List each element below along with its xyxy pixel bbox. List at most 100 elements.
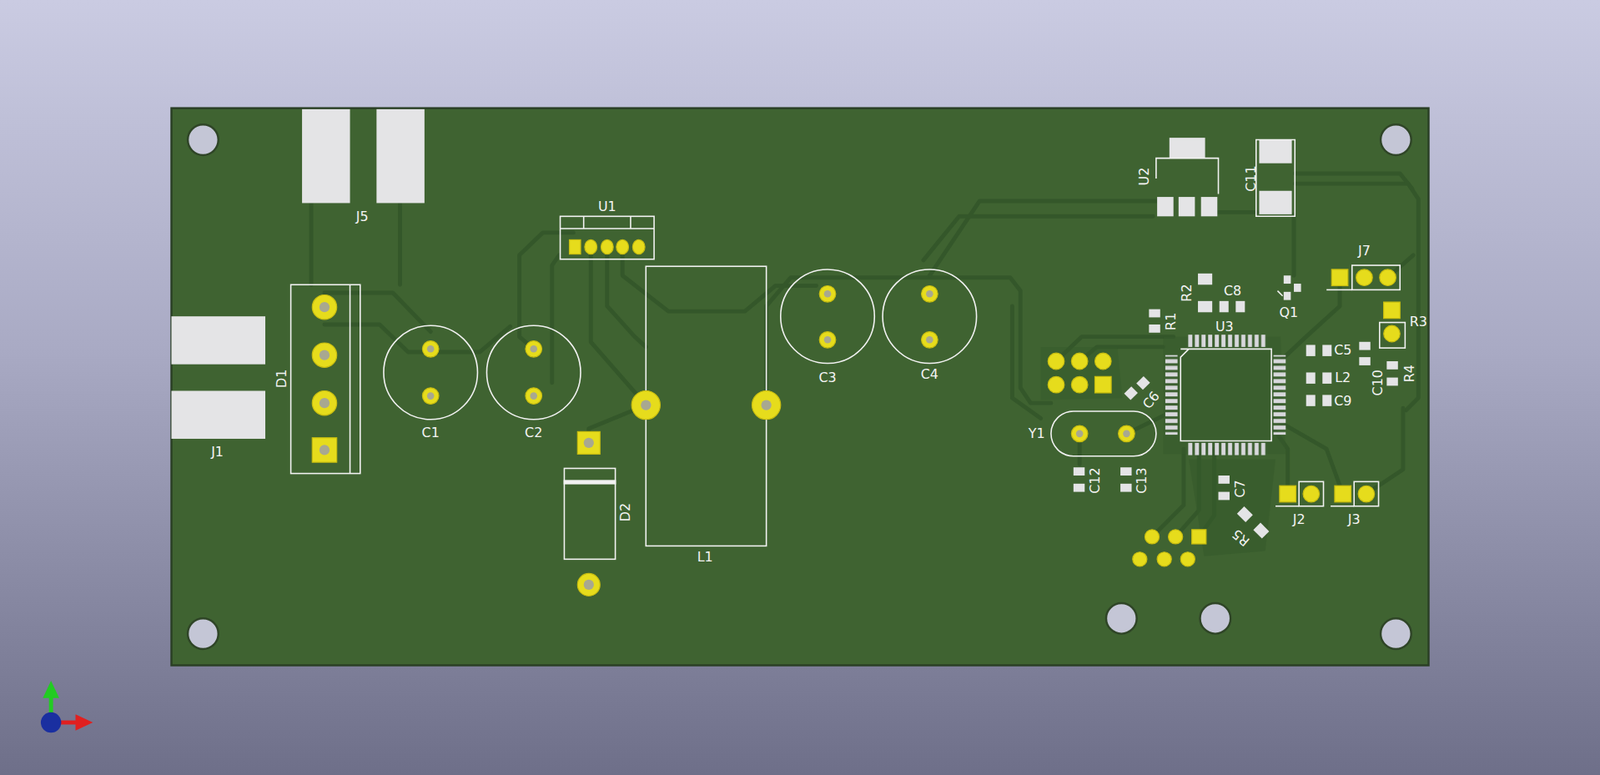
through-hole-pad	[1383, 325, 1401, 343]
smd-pad	[1322, 344, 1332, 356]
through-hole-pad	[525, 387, 543, 405]
silkscreen-outline	[383, 325, 478, 420]
through-hole-pad	[1192, 529, 1207, 544]
through-hole-pad	[1132, 552, 1148, 567]
drill-hole	[427, 392, 435, 400]
reference-designator: L2	[1334, 371, 1351, 385]
through-hole-pad	[1144, 529, 1159, 544]
smd-pad	[1148, 309, 1160, 318]
smd-pad	[1358, 357, 1370, 366]
silkscreen-outline	[1051, 411, 1157, 457]
through-hole-pad	[422, 387, 439, 405]
silkscreen-outline	[1326, 289, 1353, 292]
drill-hole	[319, 444, 330, 455]
through-hole-pad	[921, 285, 939, 302]
through-hole-pad	[569, 239, 581, 254]
smd-pad	[1165, 355, 1178, 435]
copper-trace	[309, 202, 314, 285]
silkscreen-outline	[1352, 265, 1400, 290]
through-hole-pad	[819, 332, 836, 349]
drill-hole	[529, 345, 538, 353]
smd-pad	[1306, 394, 1316, 406]
reference-designator: U1	[598, 199, 617, 213]
copper-trace	[607, 255, 646, 348]
drill-hole	[761, 399, 772, 410]
reference-designator: C1	[422, 426, 440, 440]
drill-hole	[319, 397, 330, 408]
through-hole-pad	[577, 431, 600, 454]
silkscreen-outline	[1277, 291, 1283, 297]
copper-trace	[1218, 210, 1258, 215]
smd-pad	[1283, 275, 1292, 284]
drill-hole	[319, 350, 330, 361]
mounting-hole	[187, 124, 219, 156]
copper-trace	[324, 324, 511, 353]
copper-trace	[766, 277, 1052, 406]
reference-designator: R4	[1402, 364, 1416, 383]
reference-designator: C12	[1088, 467, 1102, 494]
through-hole-pad	[1071, 376, 1088, 393]
drill-hole	[925, 336, 934, 344]
smd-pad	[1197, 273, 1213, 285]
silkscreen-outline	[629, 216, 632, 229]
mounting-hole	[187, 124, 1412, 650]
smd-pad	[1120, 483, 1132, 493]
silkscreen-outline	[560, 216, 655, 259]
silkscreen-outline	[563, 467, 615, 559]
through-hole-pad	[311, 295, 337, 320]
silkscreen-outline	[645, 266, 766, 546]
smd-pad	[1258, 191, 1292, 215]
silkscreen-outline	[1275, 505, 1299, 508]
smd-pad	[171, 390, 266, 438]
silkscreen-outline	[1298, 481, 1324, 506]
smd-pad	[1218, 492, 1230, 501]
smd-pad	[1258, 140, 1292, 164]
smd-pad	[1237, 506, 1253, 523]
drill-hole	[583, 437, 594, 448]
copper-trace	[923, 216, 1153, 261]
mounting-hole	[1380, 124, 1412, 156]
through-hole-pad	[584, 239, 598, 254]
through-hole-pad	[819, 285, 836, 302]
axis-indicator	[40, 680, 93, 733]
drill-hole	[319, 290, 1131, 590]
silkscreen-outline	[291, 284, 361, 473]
copper-pour	[1188, 458, 1276, 556]
copper-pour	[1041, 337, 1287, 557]
through-hole-pad	[1157, 552, 1172, 567]
reference-designator: C13	[1135, 467, 1149, 494]
axis-indicator	[42, 680, 60, 699]
drill-hole	[1076, 430, 1084, 438]
drill-hole	[640, 399, 651, 410]
copper-trace	[552, 255, 560, 383]
drill-hole	[319, 301, 330, 312]
reference-designator: R3	[1409, 314, 1428, 328]
through-hole-pad	[1356, 269, 1374, 287]
through-hole-pad	[1334, 485, 1352, 503]
silkscreen-outline	[1256, 140, 1295, 217]
drill-hole	[583, 579, 594, 590]
copper-trace	[1273, 277, 1341, 368]
smd-pad	[1322, 394, 1332, 406]
copper-trace	[397, 202, 403, 285]
reference-designator: C8	[1223, 284, 1242, 298]
smd-pad	[1187, 334, 1267, 348]
mounting-hole	[187, 618, 219, 650]
mounting-hole	[1199, 603, 1231, 634]
smd-pad	[1197, 301, 1213, 312]
silkscreen-outline	[1330, 505, 1354, 508]
smd-pad	[1073, 467, 1085, 476]
reference-designator: J1	[211, 445, 224, 459]
reference-designator: J2	[1293, 513, 1306, 527]
reference-designator: C9	[1333, 394, 1352, 408]
reference-designator: C3	[818, 371, 836, 385]
smd-pad	[1218, 475, 1230, 484]
reference-designator: L1	[697, 550, 714, 564]
axis-indicator	[40, 712, 61, 733]
smd-pad	[1169, 137, 1206, 158]
reference-designator: D1	[275, 369, 289, 388]
smd-pad	[1201, 196, 1218, 217]
reference-designator: J3	[1348, 513, 1361, 527]
